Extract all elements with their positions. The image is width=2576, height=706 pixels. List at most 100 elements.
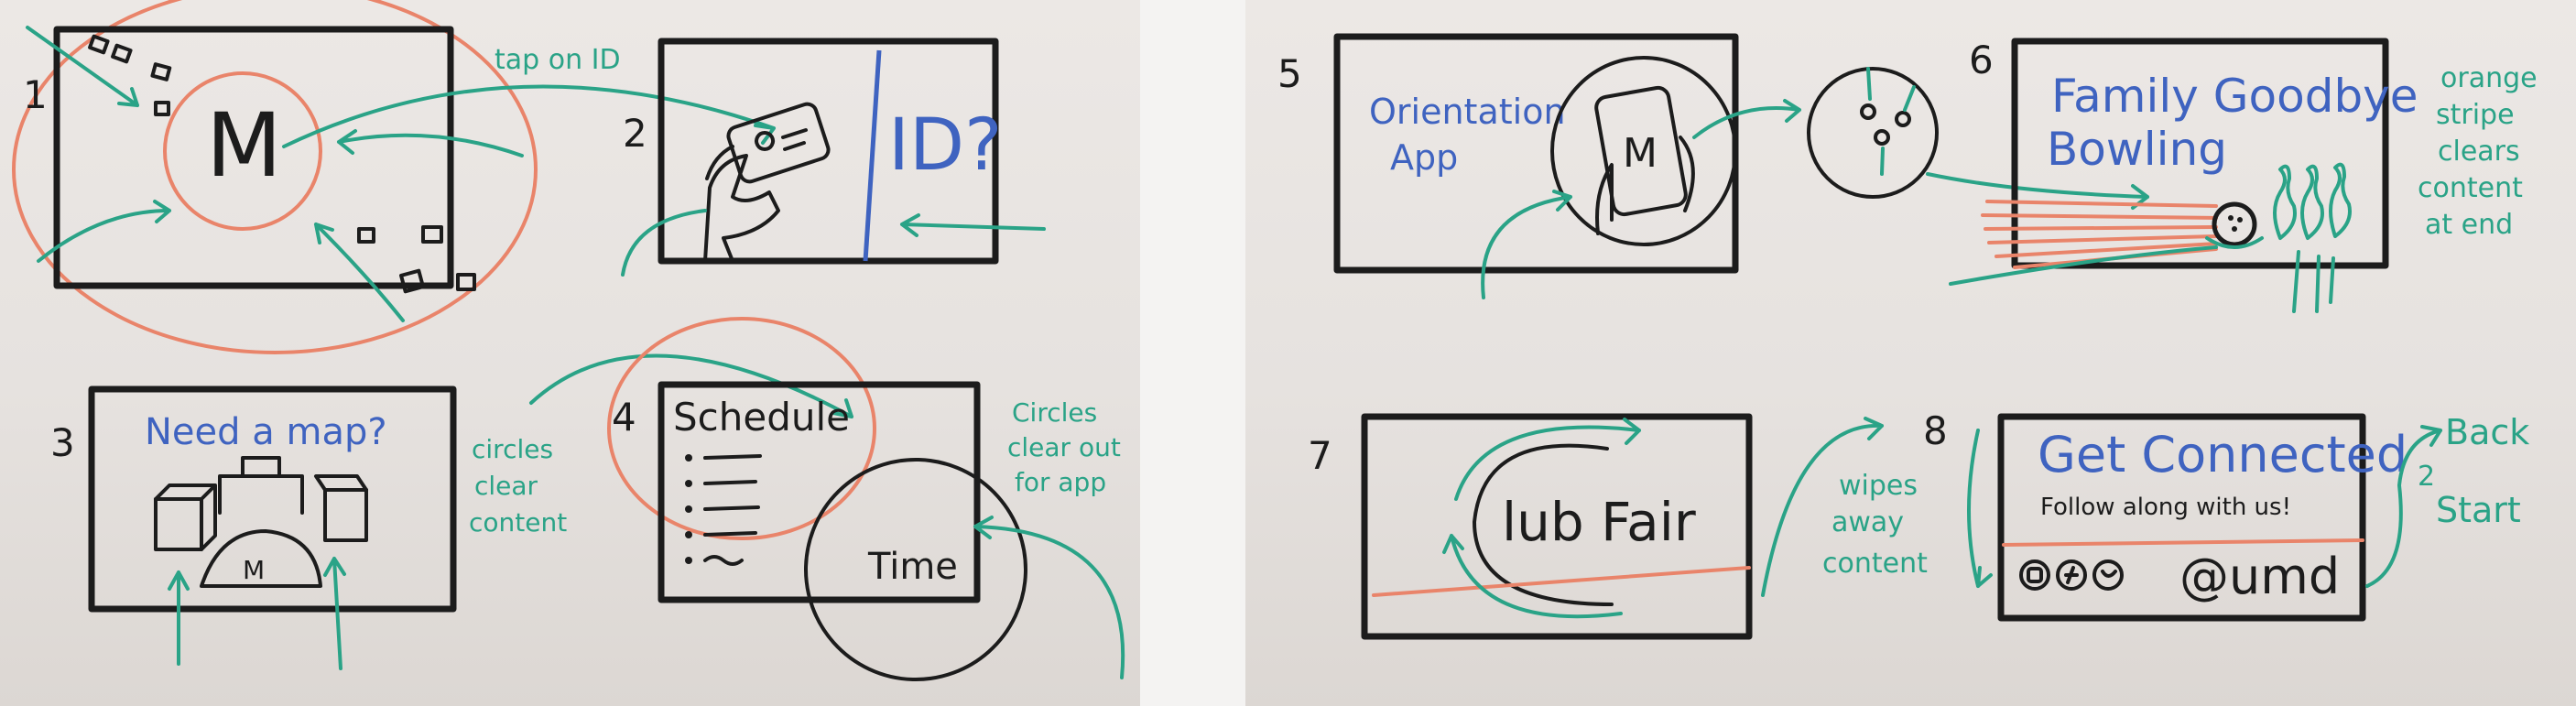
panel-8: 8 Get Connected Follow along with us! @u… — [1923, 408, 2442, 622]
scattered-tiles — [88, 34, 476, 294]
note-clear-out-line2: clear out — [1007, 432, 1121, 462]
teal-arrow-8b — [2365, 425, 2442, 588]
note-orange-line4: content — [2418, 172, 2523, 204]
panel-6: 6 Family Goodbye Bowling — [1949, 38, 2418, 313]
panel-2-id-prompt: ID? — [888, 104, 1002, 187]
note-wipes-line2: away — [1831, 506, 1904, 538]
orange-circle-panel-4 — [607, 317, 876, 540]
panel-6-number: 6 — [1969, 38, 1994, 82]
teal-finger-arrows — [1866, 67, 1916, 176]
note-tap-on-id: tap on ID — [495, 44, 621, 76]
note-orange-line1: orange — [2440, 62, 2538, 94]
orange-circle-panel-1 — [12, 0, 538, 354]
teal-arrow-2a — [621, 209, 707, 277]
teal-arrow-1b — [37, 200, 171, 263]
panel-4-frame — [658, 381, 981, 603]
panel-7-title: lub Fair — [1502, 491, 1696, 553]
bowling-pins-icon — [2273, 162, 2352, 240]
teal-arrow-1a — [26, 26, 139, 107]
teal-arrow-8a — [1967, 429, 1993, 588]
phone-in-hand-icon — [1594, 85, 1695, 235]
panel-2-frame — [658, 38, 999, 265]
panel-6-frame — [2011, 38, 2389, 269]
club-fair-c-arc — [1473, 443, 1614, 606]
note-orange-line5: at end — [2425, 209, 2513, 241]
divider-line-blue — [863, 49, 882, 262]
teal-arrows-pins — [2292, 250, 2335, 313]
panel-1-frame — [53, 26, 454, 289]
panel-8-frame — [1997, 413, 2366, 622]
panel-6-title-line1: Family Goodbye — [2051, 70, 2418, 123]
note-wipes-line1: wipes — [1839, 470, 1918, 502]
panel-7-frame — [1361, 413, 1753, 640]
panel-5-title-line2: App — [1390, 137, 1458, 178]
teal-arrow-7b — [1442, 534, 1623, 619]
panel-3-number: 3 — [50, 420, 75, 465]
panel-5-app-logo: M — [1623, 130, 1658, 177]
teal-arrow-wipes — [1761, 417, 1884, 597]
note-clear-out-line1: Circles — [1012, 397, 1097, 428]
note-circles-clear-line2: clear — [474, 471, 538, 501]
panel-5-number: 5 — [1277, 51, 1302, 96]
panel-3: 3 Need a map? M — [50, 386, 457, 670]
orange-divider-8 — [2002, 538, 2364, 547]
panel-2: 2 ID? — [621, 38, 1046, 277]
note-orange-line3: clears — [2438, 136, 2520, 168]
panel-7: 7 lub Fair — [1308, 413, 1753, 640]
orange-wipe-line-7 — [1372, 566, 1751, 597]
panel-1: 1 M tap on ID — [12, 0, 776, 354]
facebook-icon — [2056, 559, 2087, 591]
panel-4: 4 Schedule Time — [607, 317, 1125, 681]
note-back-start: Back 2 Start — [2418, 412, 2529, 530]
teal-arrow-3a — [168, 570, 190, 666]
whiteboard-left — [0, 0, 1140, 706]
background-gap — [1140, 0, 1245, 706]
panel-8-handle: @umd — [2179, 548, 2340, 605]
teal-arrow-1c — [337, 129, 524, 157]
panel-1-number: 1 — [23, 72, 48, 117]
panel-6-title-line2: Bowling — [2047, 123, 2227, 176]
note-back-line3: Start — [2436, 490, 2521, 530]
teal-arrow-7a — [1454, 418, 1641, 501]
teal-arrow-1d — [314, 223, 405, 322]
teal-arrow-circles-clear — [529, 353, 853, 418]
note-circles-clear: circles clear content — [469, 353, 853, 538]
schedule-list — [685, 454, 762, 566]
note-back-line2: 2 — [2418, 461, 2435, 493]
social-icons — [2019, 559, 2124, 591]
black-circle-panel-5 — [1550, 56, 1737, 246]
note-circles-clear-out: Circles clear out for app — [1007, 397, 1121, 497]
panel-4-time: Time — [867, 546, 958, 588]
teal-arrow-6a — [1949, 245, 2218, 286]
panel-2-number: 2 — [623, 111, 647, 156]
orange-inner-circle — [163, 71, 322, 231]
instagram-icon — [2019, 559, 2050, 591]
note-wipes-line3: content — [1822, 548, 1928, 580]
teal-arrow-5b — [1692, 99, 1801, 139]
teal-arrow-2b — [900, 213, 1046, 237]
panel-8-subtitle: Follow along with us! — [2040, 494, 2291, 521]
panel-5-title-line1: Orientation — [1369, 92, 1566, 132]
panel-4-title: Schedule — [673, 395, 850, 440]
teal-arrow-4 — [973, 516, 1125, 679]
panel-5: 5 Orientation App M — [1277, 33, 1801, 299]
panel-7-number: 7 — [1308, 433, 1332, 478]
panel-4-number: 4 — [612, 395, 636, 440]
note-circles-clear-line1: circles — [472, 434, 553, 464]
note-circles-clear-line3: content — [469, 507, 567, 538]
panel-3-title: Need a map? — [145, 411, 387, 453]
panel-3-logo: M — [243, 555, 265, 585]
panel-8-number: 8 — [1923, 408, 1948, 453]
hand-holding-id-icon — [703, 102, 831, 263]
panel-6-ball-icon — [2212, 201, 2257, 247]
panel-8-title: Get Connected — [2038, 426, 2408, 483]
twitter-icon — [2092, 559, 2124, 591]
teal-arrow-5a — [1481, 190, 1572, 299]
bowling-ball-icon — [1807, 67, 1939, 199]
note-back-line1: Back — [2445, 412, 2529, 452]
note-orange-line2: stripe — [2436, 99, 2515, 131]
teal-ball-arc — [2205, 236, 2264, 249]
teal-arrow-3b — [323, 557, 346, 670]
note-clear-out-line3: for app — [1015, 467, 1106, 497]
note-orange-stripe: orange stripe clears content at end — [2418, 62, 2538, 241]
